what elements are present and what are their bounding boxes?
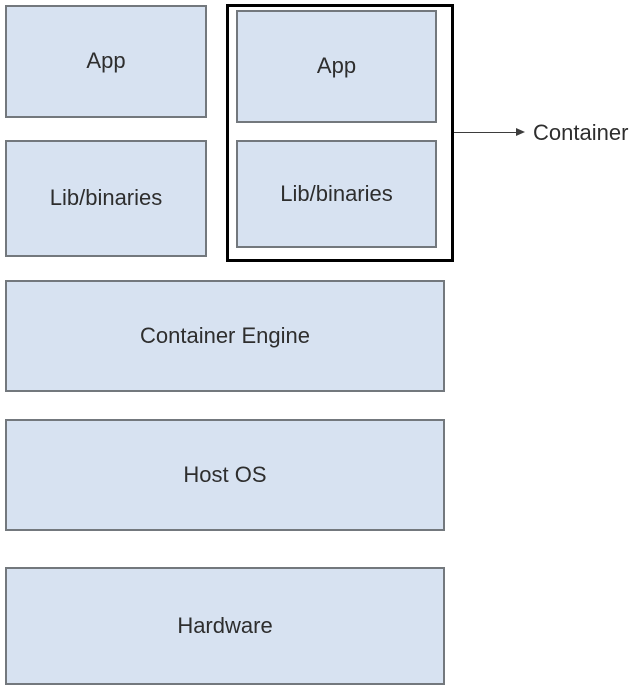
host-app-label: App: [86, 48, 126, 74]
host-os-label: Host OS: [183, 461, 267, 487]
container-lib-binaries-box: Lib/binaries: [236, 140, 437, 248]
container-engine-label: Container Engine: [139, 322, 310, 348]
container-group-outline: [226, 4, 454, 262]
hardware-layer-box: Hardware: [5, 567, 445, 685]
host-app-box: App: [5, 5, 207, 118]
container-app-label: App: [316, 53, 357, 79]
host-lib-binaries-box: Lib/binaries: [5, 140, 207, 257]
container-engine-layer-box: Container Engine: [5, 280, 445, 392]
container-app-box: App: [236, 10, 437, 123]
host-os-layer-box: Host OS: [5, 419, 445, 531]
container-callout-arrow-line: [454, 132, 517, 133]
container-callout-label: Container: [533, 120, 629, 145]
right-arrow-icon: [516, 128, 525, 136]
container-lib-binaries-label: Lib/binaries: [280, 180, 393, 206]
hardware-label: Hardware: [177, 612, 273, 638]
host-lib-binaries-label: Lib/binaries: [49, 185, 163, 211]
